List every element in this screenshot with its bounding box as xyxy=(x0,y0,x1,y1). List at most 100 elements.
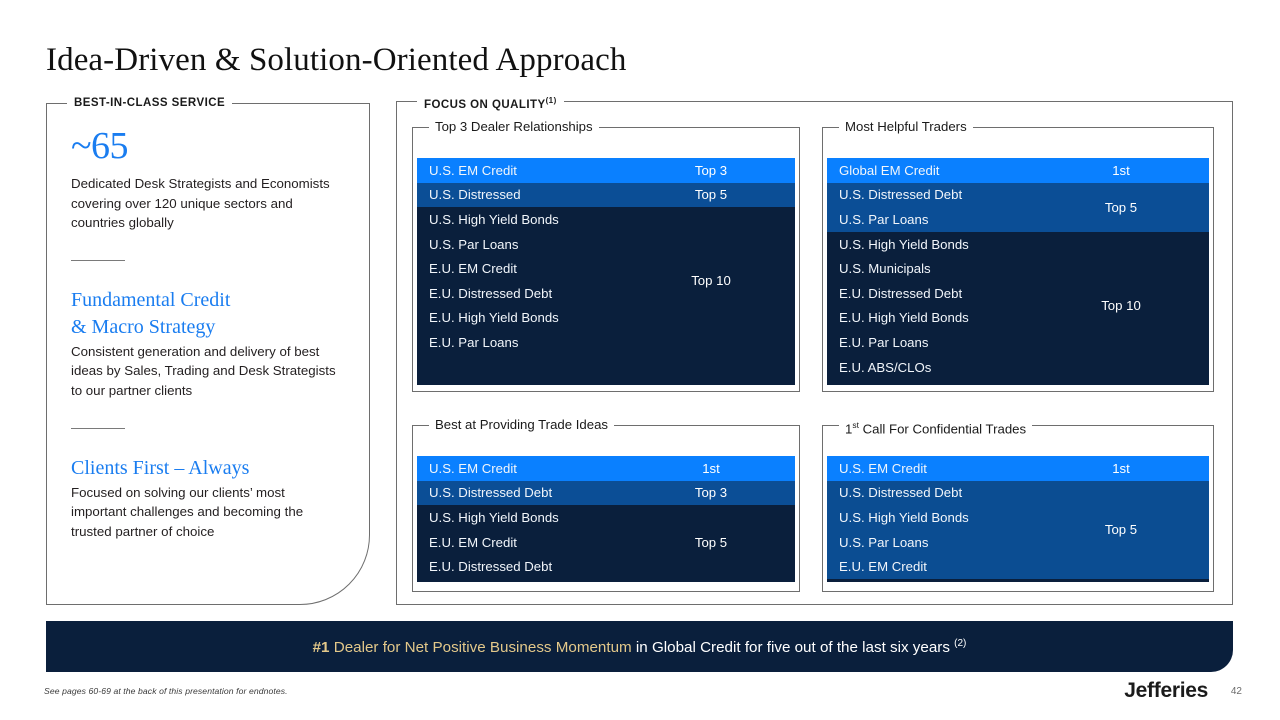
divider-2 xyxy=(71,427,125,429)
table-row[interactable]: E.U. Par Loans xyxy=(417,330,795,355)
right-panel-legend-footnote: (1) xyxy=(545,96,557,105)
banner-text: #1 Dealer for Net Positive Business Mome… xyxy=(313,635,967,657)
block-description: Consistent generation and delivery of be… xyxy=(71,343,336,398)
rank-band[interactable]: U.S. Distressed Debt Top 3 xyxy=(417,480,795,506)
row-label: E.U. Par Loans xyxy=(839,334,929,350)
row-label: E.U. EM Credit xyxy=(429,261,517,277)
rank-band[interactable]: U.S. High Yield Bonds U.S. Municipals E.… xyxy=(827,231,1209,380)
row-label: E.U. Par Loans xyxy=(429,334,519,350)
card-title-prefix: 1 xyxy=(845,421,853,437)
stat-block-dedicated-strategists: ~65 Dedicated Desk Strategists and Econo… xyxy=(71,124,343,233)
table-row[interactable]: E.U. High Yield Bonds xyxy=(417,306,795,331)
table-row[interactable]: E.U. Distressed Debt xyxy=(417,554,795,579)
stat-description: Dedicated Desk Strategists and Economist… xyxy=(71,176,330,231)
table-row[interactable]: E.U. EM Credit xyxy=(417,530,795,555)
banner-footnote: (2) xyxy=(954,638,967,650)
row-label: E.U. Distressed Debt xyxy=(429,559,553,575)
row-label: U.S. High Yield Bonds xyxy=(429,509,559,525)
left-panel-content: ~65 Dedicated Desk Strategists and Econo… xyxy=(71,124,343,541)
row-label: U.S. Distressed Debt xyxy=(839,187,963,203)
table-row[interactable]: E.U. Par Loans xyxy=(827,330,1209,355)
table-row[interactable]: E.U. ABS/CLOs xyxy=(827,355,1209,380)
banner-highlight: Dealer for Net Positive Business Momentu… xyxy=(329,639,632,657)
card-most-helpful-traders: Most Helpful Traders Global EM Credit 1s… xyxy=(822,119,1214,392)
banner-rest: in Global Credit for five out of the las… xyxy=(631,639,955,657)
right-panel-legend: FOCUS ON QUALITY(1) xyxy=(417,94,564,112)
row-label: U.S. EM Credit xyxy=(839,460,927,476)
row-label: U.S. Distressed Debt xyxy=(429,485,553,501)
row-label: E.U. High Yield Bonds xyxy=(429,310,559,326)
table-row[interactable]: U.S. Par Loans xyxy=(827,530,1209,555)
table-row[interactable]: U.S. EM Credit xyxy=(417,456,795,481)
card-title-rest: Call For Confidential Trades xyxy=(858,421,1027,437)
stat-value: ~65 xyxy=(71,125,129,167)
page-number: 42 xyxy=(1230,686,1242,697)
table-row[interactable]: E.U. EM Credit xyxy=(827,554,1209,579)
ranking-table: U.S. EM Credit 1st U.S. Distressed Debt … xyxy=(827,456,1209,582)
rank-band[interactable]: U.S. Distressed Top 5 xyxy=(417,182,795,208)
card-title-ordinal-suffix: st xyxy=(852,420,859,430)
table-row[interactable]: U.S. Par Loans xyxy=(417,232,795,257)
row-label: U.S. High Yield Bonds xyxy=(429,211,559,227)
rank-band[interactable]: U.S. High Yield Bonds U.S. Par Loans E.U… xyxy=(417,207,795,355)
rank-band[interactable]: U.S. Distressed Debt U.S. High Yield Bon… xyxy=(827,480,1209,579)
row-label: U.S. Par Loans xyxy=(839,211,929,227)
card-first-call-for-confidential-trades: 1st Call For Confidential Trades U.S. EM… xyxy=(822,417,1214,592)
card-title: Most Helpful Traders xyxy=(839,119,973,135)
rank-band[interactable]: Global EM Credit 1st xyxy=(827,158,1209,183)
row-label: U.S. EM Credit xyxy=(429,460,517,476)
ranking-table: U.S. EM Credit 1st U.S. Distressed Debt … xyxy=(417,456,795,582)
card-title: 1st Call For Confidential Trades xyxy=(839,417,1033,438)
table-row[interactable]: U.S. Par Loans xyxy=(827,207,1209,232)
block-heading-line-2: & Macro Strategy xyxy=(71,315,216,338)
card-title: Best at Providing Trade Ideas xyxy=(429,417,615,433)
table-row[interactable]: U.S. High Yield Bonds xyxy=(417,505,795,530)
rank-band[interactable]: U.S. EM Credit 1st xyxy=(827,456,1209,481)
row-label: E.U. Distressed Debt xyxy=(429,285,553,301)
row-label: U.S. Distressed Debt xyxy=(839,485,963,501)
row-label: Global EM Credit xyxy=(839,162,940,178)
row-label: U.S. High Yield Bonds xyxy=(839,509,969,525)
left-panel-legend: BEST-IN-CLASS SERVICE xyxy=(67,96,233,110)
rank-band[interactable]: U.S. Distressed Debt U.S. Par Loans Top … xyxy=(827,182,1209,232)
table-row[interactable]: E.U. EM Credit xyxy=(417,256,795,281)
table-row[interactable]: E.U. Distressed Debt xyxy=(827,281,1209,306)
table-row[interactable]: U.S. Distressed xyxy=(417,183,795,208)
table-row[interactable]: E.U. High Yield Bonds xyxy=(827,306,1209,331)
rank-band[interactable]: U.S. EM Credit Top 3 xyxy=(417,158,795,183)
row-label: U.S. Par Loans xyxy=(429,236,519,252)
card-best-at-providing-trade-ideas: Best at Providing Trade Ideas U.S. EM Cr… xyxy=(412,417,800,592)
page-title: Idea-Driven & Solution-Oriented Approach xyxy=(46,42,627,78)
banner-rank: #1 xyxy=(312,639,330,657)
table-row[interactable]: Global EM Credit xyxy=(827,158,1209,183)
rank-band[interactable]: U.S. High Yield Bonds E.U. EM Credit E.U… xyxy=(417,505,795,579)
rank-band[interactable]: U.S. EM Credit 1st xyxy=(417,456,795,481)
table-row[interactable]: U.S. High Yield Bonds xyxy=(827,505,1209,530)
table-row[interactable]: U.S. EM Credit xyxy=(827,456,1209,481)
stat-block-clients-first: Clients First – Always Focused on solvin… xyxy=(71,456,343,542)
right-panel-legend-text: FOCUS ON QUALITY xyxy=(424,98,546,111)
table-row[interactable]: U.S. Distressed Debt xyxy=(827,481,1209,506)
row-label: U.S. Distressed xyxy=(429,187,521,203)
row-label: E.U. EM Credit xyxy=(429,534,517,550)
table-row[interactable]: U.S. Distressed Debt xyxy=(417,481,795,506)
ranking-table: U.S. EM Credit Top 3 U.S. Distressed Top… xyxy=(417,158,795,385)
card-title: Top 3 Dealer Relationships xyxy=(429,119,599,135)
row-label: U.S. Par Loans xyxy=(839,534,929,550)
block-heading-line-1: Fundamental Credit xyxy=(71,288,231,311)
table-row[interactable]: U.S. EM Credit xyxy=(417,158,795,183)
endnote-text: See pages 60-69 at the back of this pres… xyxy=(44,686,288,696)
stat-block-fundamental-credit: Fundamental Credit & Macro Strategy Cons… xyxy=(71,288,343,401)
table-row[interactable]: E.U. Distressed Debt xyxy=(417,281,795,306)
table-row[interactable]: U.S. Distressed Debt xyxy=(827,183,1209,208)
row-label: U.S. EM Credit xyxy=(429,162,517,178)
table-row[interactable]: U.S. Municipals xyxy=(827,256,1209,281)
ranking-table: Global EM Credit 1st U.S. Distressed Deb… xyxy=(827,158,1209,385)
row-label: U.S. High Yield Bonds xyxy=(839,236,969,252)
table-row[interactable]: U.S. High Yield Bonds xyxy=(827,232,1209,257)
jefferies-logo: Jefferies xyxy=(1124,679,1208,702)
table-row[interactable]: U.S. High Yield Bonds xyxy=(417,207,795,232)
best-in-class-service-panel: BEST-IN-CLASS SERVICE ~65 Dedicated Desk… xyxy=(46,96,370,605)
row-label: E.U. High Yield Bonds xyxy=(839,310,969,326)
row-label: E.U. Distressed Debt xyxy=(839,285,963,301)
